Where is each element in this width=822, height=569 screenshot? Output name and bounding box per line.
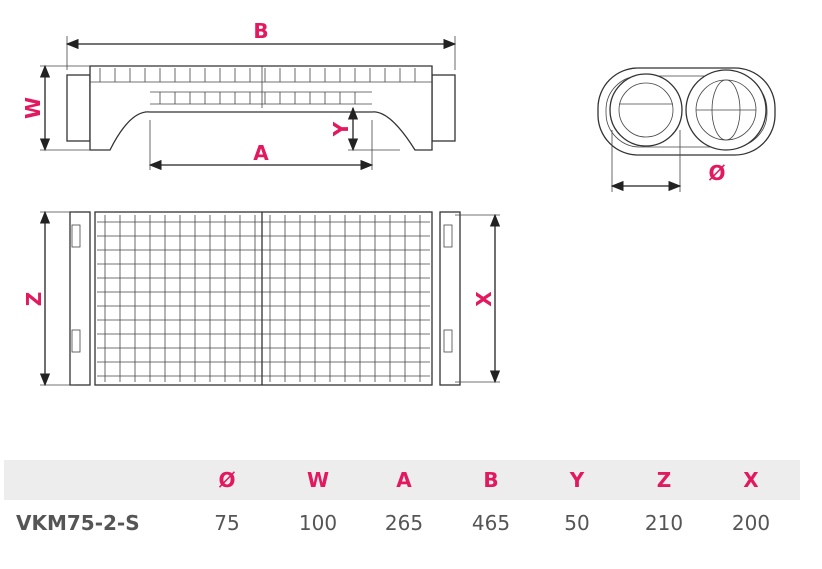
label-z: Z	[22, 292, 46, 307]
header-z: Z	[656, 468, 672, 492]
front-view: B W A Y	[21, 19, 457, 171]
top-view: Z X	[22, 210, 501, 387]
dimensions-table: Ø W A B Y Z X VKM75-2-S 75 100 265 465 5…	[4, 460, 800, 546]
label-y: Y	[329, 121, 353, 137]
value-x: 200	[731, 511, 771, 535]
header-y: Y	[569, 468, 585, 492]
value-a: 265	[384, 511, 424, 535]
header-a: A	[396, 468, 412, 492]
value-b: 465	[471, 511, 511, 535]
model-name: VKM75-2-S	[16, 511, 140, 535]
table-header: Ø W A B Y Z X	[4, 460, 800, 500]
header-x: X	[743, 468, 759, 492]
value-z: 210	[644, 511, 684, 535]
value-y: 50	[564, 511, 590, 535]
technical-drawing: B W A Y Ø Z X	[21, 19, 776, 387]
header-diameter: Ø	[218, 468, 236, 492]
header-w: W	[306, 468, 330, 492]
value-diameter: 75	[214, 511, 240, 535]
header-b: B	[483, 468, 499, 492]
label-x: X	[472, 291, 496, 307]
label-diameter: Ø	[708, 161, 725, 185]
label-b: B	[253, 19, 268, 43]
value-w: 100	[298, 511, 338, 535]
side-view: Ø	[597, 67, 776, 192]
label-a: A	[253, 141, 269, 165]
label-w: W	[21, 97, 45, 119]
table-row: VKM75-2-S 75 100 265 465 50 210 200	[4, 500, 800, 546]
